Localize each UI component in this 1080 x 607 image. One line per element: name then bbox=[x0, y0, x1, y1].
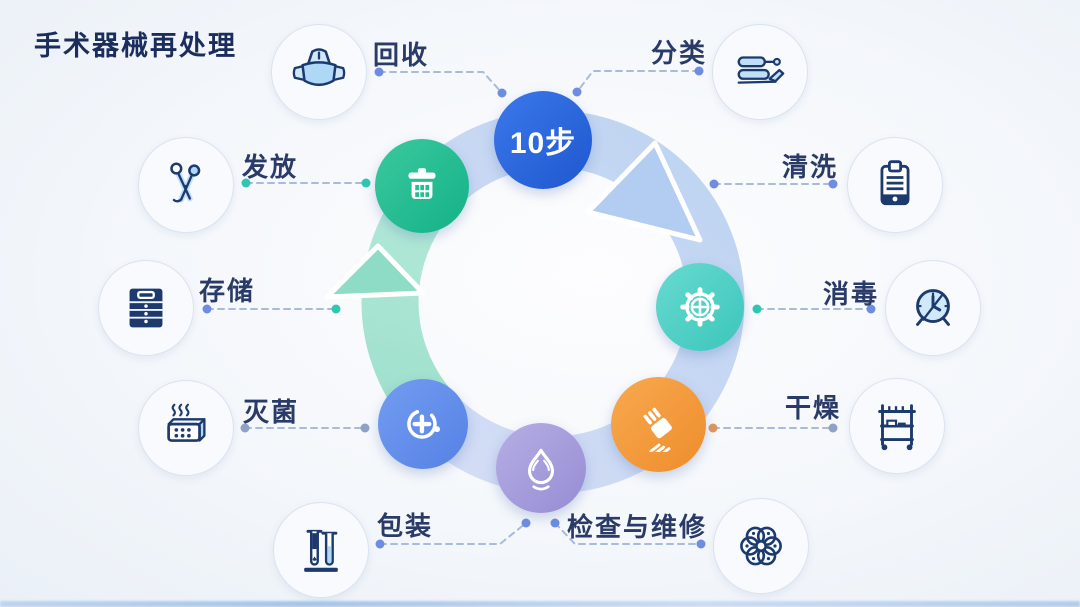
step-label-packaging: 包装 bbox=[376, 511, 434, 541]
step-label-sterilization: 灭菌 bbox=[242, 397, 300, 427]
gear-badge bbox=[656, 263, 744, 351]
arrowhead-up bbox=[324, 243, 426, 300]
water-drop-badge bbox=[496, 423, 586, 513]
drying-icon-circle bbox=[849, 378, 945, 474]
bottom-accent-bar bbox=[0, 601, 1080, 607]
gear-icon bbox=[680, 287, 720, 327]
arrowhead-clockwise bbox=[585, 140, 703, 243]
step-label-storage: 存储 bbox=[198, 276, 256, 306]
step-label-inspection-repair: 检查与维修 bbox=[566, 512, 708, 542]
step-label-cleaning: 清洗 bbox=[781, 152, 839, 182]
trash-bin-icon bbox=[408, 168, 436, 200]
drying-cart-icon bbox=[878, 404, 916, 451]
packaging-icon-circle bbox=[273, 502, 369, 598]
step-count-label: 10步 bbox=[509, 127, 577, 160]
washer-device-icon bbox=[880, 160, 910, 206]
surgical-cap-mask-icon bbox=[292, 48, 346, 87]
step-label-collection: 回收 bbox=[372, 40, 430, 70]
step-label-disinfection: 消毒 bbox=[822, 279, 880, 309]
page-title: 手术器械再处理 bbox=[34, 31, 237, 61]
brush-icon bbox=[643, 407, 672, 452]
water-drop-icon bbox=[527, 448, 555, 491]
forceps-icon bbox=[170, 162, 201, 203]
storage-cabinet-icon bbox=[129, 288, 163, 328]
sterilizer-box-icon bbox=[167, 403, 206, 442]
step-label-sorting: 分类 bbox=[650, 38, 708, 68]
brush-badge bbox=[611, 377, 706, 472]
storage-icon-circle bbox=[98, 260, 194, 356]
inspection-icon-circle bbox=[713, 498, 809, 594]
sterilization-icon-circle bbox=[138, 380, 234, 476]
leader-lines bbox=[206, 70, 872, 545]
leader-dots bbox=[202, 66, 876, 549]
timer-clock-icon bbox=[916, 289, 950, 326]
trash-bin-badge bbox=[375, 139, 469, 233]
disinfection-icon-circle bbox=[885, 260, 981, 356]
surgical-instruments-icon bbox=[737, 56, 785, 84]
target-plus-icon bbox=[407, 409, 440, 439]
microbe-colony-icon bbox=[740, 526, 782, 566]
test-tubes-icon bbox=[304, 529, 338, 572]
collection-icon-circle bbox=[271, 24, 367, 120]
step-count-badge: 10步 bbox=[494, 91, 592, 189]
step-label-distribution: 发放 bbox=[241, 152, 299, 182]
step-label-drying: 干燥 bbox=[784, 393, 842, 423]
cleaning-icon-circle bbox=[847, 137, 943, 233]
distribution-icon-circle bbox=[138, 137, 234, 233]
sorting-icon-circle bbox=[712, 24, 808, 120]
target-plus-badge bbox=[378, 379, 468, 469]
